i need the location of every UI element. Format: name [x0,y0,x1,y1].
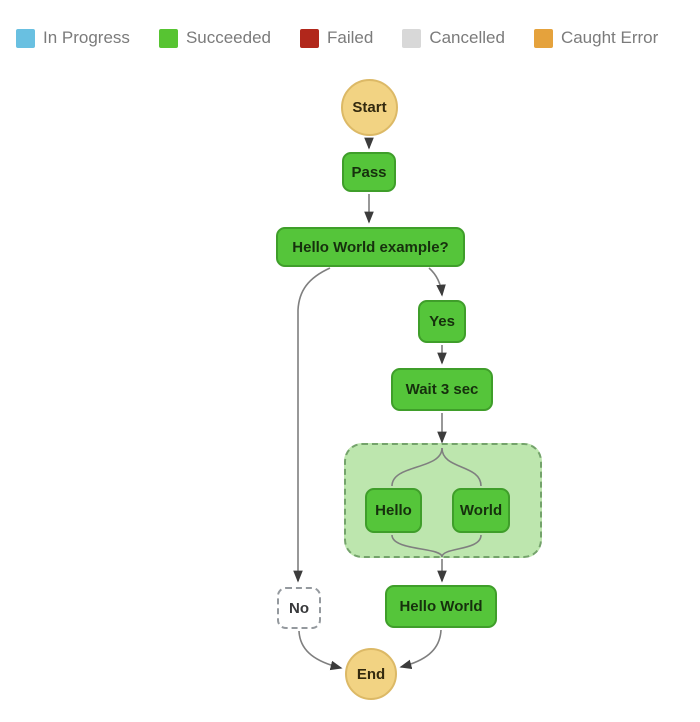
legend-label: In Progress [43,28,130,47]
start-node[interactable]: Start [341,79,398,136]
legend-item-succeeded: Succeeded [158,28,272,48]
start-node-label: Start [352,99,387,116]
legend-item-failed: Failed [300,28,373,48]
legend-item-in-progress: In Progress [16,28,130,48]
wait-node-label: Wait 3 sec [405,381,479,398]
pass-node-label: Pass [351,163,387,181]
wait-state-node[interactable]: Wait 3 sec [391,368,493,411]
legend-item-caught-error: Caught Error [533,28,659,48]
edge-helloworld-end [399,629,442,670]
hello-world-node-label: Hello World [399,598,483,615]
world-branch-node[interactable]: World [452,488,510,533]
caught-error-swatch-icon [533,28,553,48]
legend-label: Failed [327,28,374,47]
legend-item-cancelled: Cancelled [402,28,505,48]
yes-node-label: Yes [429,313,455,330]
in-progress-swatch-icon [16,28,35,48]
no-node-label: No [289,599,309,617]
no-branch-node[interactable]: No [277,587,321,629]
legend-label: Cancelled [429,28,505,47]
hello-branch-node[interactable]: Hello [365,488,422,533]
edge-choice-yes [428,267,446,297]
edge-choice-no [293,267,331,583]
choice-node-label: Hello World example? [292,238,449,256]
choice-state-node[interactable]: Hello World example? [276,227,465,267]
cancelled-swatch-icon [402,28,422,48]
status-legend: In Progress Succeeded Failed Cancelled C… [16,28,696,48]
yes-branch-node[interactable]: Yes [418,300,466,343]
legend-label: Succeeded [185,28,272,47]
failed-swatch-icon [300,28,320,48]
end-node[interactable]: End [345,648,397,700]
hello-world-state-node[interactable]: Hello World [385,585,497,628]
edge-no-end [298,630,343,671]
end-node-label: End [356,665,386,683]
legend-label: Caught Error [560,28,659,47]
world-node-label: World [459,502,503,519]
pass-state-node[interactable]: Pass [342,152,396,192]
succeeded-swatch-icon [158,28,178,48]
hello-node-label: Hello [375,502,412,519]
